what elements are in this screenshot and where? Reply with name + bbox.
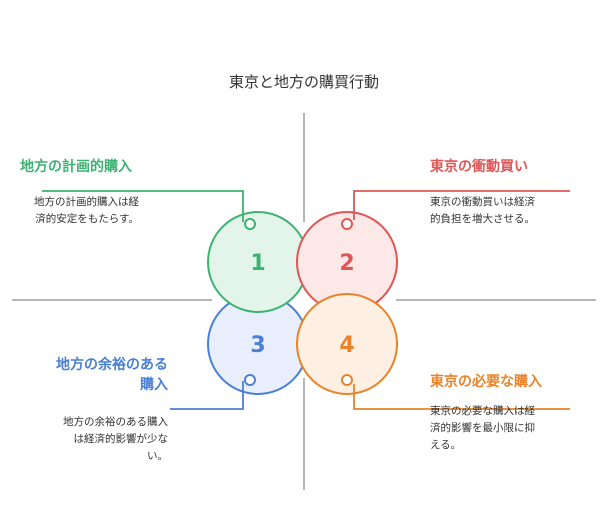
connector-3-dot (244, 374, 256, 386)
connector-2 (353, 190, 570, 220)
heading-1: 地方の計画的購入 (20, 159, 132, 175)
desc-2-line-1: 東京の衝動買いは経済 (430, 196, 535, 208)
connector-1-dot (244, 218, 256, 230)
heading-4: 東京の必要な購入 (430, 374, 542, 390)
number-2: 2 (339, 251, 354, 276)
desc-4-line-2: 済的影響を最小限に抑 (430, 422, 535, 434)
desc-4-line-1: 東京の必要な購入は経 (430, 405, 535, 417)
heading-3: 地方の余裕のある 購入 (56, 355, 168, 395)
desc-2: 東京の衝動買いは経済 的負担を増大させる。 (430, 194, 535, 228)
desc-2-line-2: 的負担を増大させる。 (430, 213, 535, 225)
connector-4 (353, 384, 570, 410)
desc-4: 東京の必要な購入は経 済的影響を最小限に抑 える。 (430, 403, 535, 454)
desc-4-line-3: える。 (430, 439, 462, 451)
heading-3-line-1: 地方の余裕のある (56, 357, 168, 373)
diagram-title: 東京と地方の購買行動 (228, 73, 379, 91)
number-1: 1 (250, 251, 265, 276)
heading-2: 東京の衝動買い (430, 159, 528, 175)
number-4: 4 (339, 333, 354, 358)
circle-4 (296, 293, 398, 395)
number-3: 3 (250, 333, 265, 358)
desc-1: 地方の計画的購入は経 済的安定をもたらす。 (34, 194, 139, 228)
desc-3-line-2: は経済的影響が少な (73, 433, 169, 445)
connector-4-dot (341, 374, 353, 386)
heading-3-line-2: 購入 (140, 377, 168, 393)
desc-3-line-3: い。 (147, 450, 168, 462)
desc-1-line-1: 地方の計画的購入は経 (34, 196, 139, 208)
desc-3-line-1: 地方の余裕のある購入 (63, 416, 168, 428)
desc-3: 地方の余裕のある購入 は経済的影響が少な い。 (63, 414, 168, 465)
desc-1-line-2: 済的安定をもたらす。 (35, 213, 139, 225)
connector-3 (170, 381, 244, 410)
connector-2-dot (341, 218, 353, 230)
connector-1 (42, 190, 244, 222)
